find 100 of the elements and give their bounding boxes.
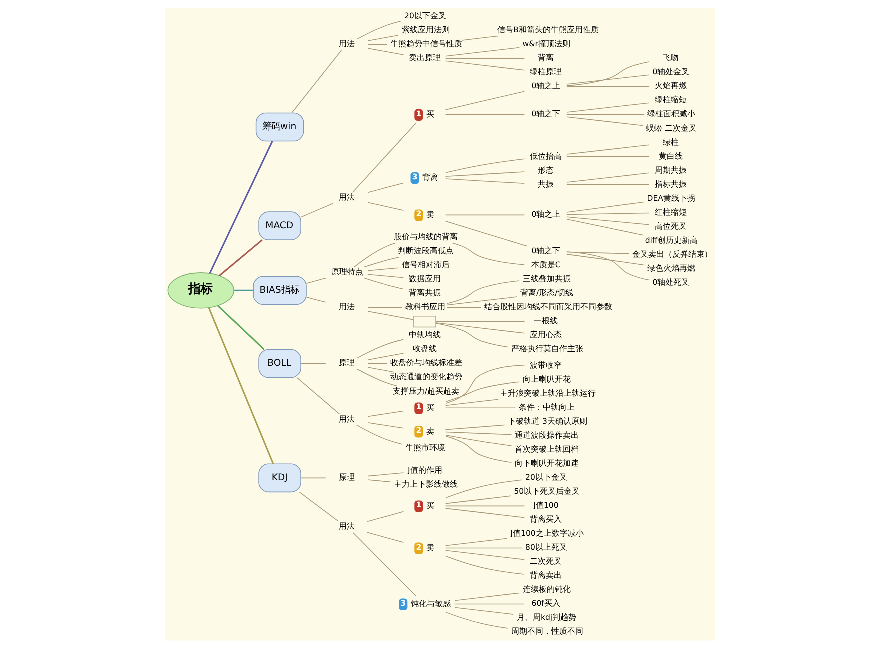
node-text: 动态通道的变化趋势 (390, 372, 462, 382)
connector (363, 256, 400, 268)
connector (444, 538, 508, 546)
connector (367, 48, 404, 56)
node-text: 三线叠加共振 (522, 274, 570, 284)
connector (291, 50, 342, 114)
node-text: 用法 (338, 414, 355, 424)
node-text: 0轴之上 (531, 210, 560, 220)
node-label: 买 (426, 502, 434, 511)
node-box: 3 (410, 172, 419, 184)
node-box: 2 (414, 542, 423, 554)
node-text: 80以上死叉 (525, 543, 567, 552)
node-box: MACD (258, 212, 301, 240)
connector (367, 268, 398, 272)
connector (445, 612, 508, 629)
connector (208, 141, 273, 274)
connector (566, 184, 650, 186)
connector (445, 556, 524, 575)
node-text: 信号相对滞后 (401, 260, 450, 270)
connector (444, 114, 525, 116)
node-text: 首次突破上轨回档 (514, 445, 579, 454)
node-text: 形态 (537, 166, 554, 175)
connector (435, 321, 525, 322)
connector (367, 353, 404, 360)
node-box: BOLL (258, 349, 301, 378)
node-box: KDJ (258, 464, 301, 493)
node-box: 1 (414, 402, 423, 414)
connector (356, 339, 404, 359)
node-text: 向下喇叭开花加速 (514, 459, 579, 468)
node-label: 买 (426, 110, 434, 120)
connector (445, 480, 522, 498)
connector (435, 323, 508, 348)
node-text: 周期共振 (654, 166, 687, 175)
connector (454, 604, 524, 605)
node-text: 一根线 (534, 316, 558, 326)
connector (356, 369, 398, 387)
connector (367, 422, 404, 429)
node-text: 金叉卖出（反弹结束） (632, 250, 712, 259)
node-text: 绿柱面积减小 (647, 110, 696, 119)
node-label: 卖 (426, 426, 434, 436)
connector (446, 307, 482, 308)
node-text: 数据应用 (408, 274, 441, 284)
connector (566, 172, 650, 183)
node-text: 结合股性因均线不同而采用不同参数 (484, 302, 612, 312)
connector (353, 242, 396, 268)
connector (444, 399, 498, 406)
connector (452, 242, 524, 266)
node-text: J值100之上数字减小 (510, 529, 584, 538)
connector (367, 35, 398, 42)
connector (444, 178, 525, 184)
connector (444, 91, 525, 110)
node-text: 月、周kdj判趋势 (516, 613, 576, 622)
node-text: 牛熊趋势中信号性质 (390, 40, 462, 49)
node-text: 下破轨道 3天确认原则 (508, 417, 587, 426)
node-label: 卖 (426, 544, 434, 553)
connector (300, 363, 326, 364)
connector (367, 202, 404, 211)
connector (367, 44, 388, 46)
connector (446, 280, 520, 304)
connector (566, 102, 650, 113)
node-text: 用法 (338, 40, 355, 49)
connector (367, 311, 414, 320)
node-text: 红柱缩短 (654, 208, 687, 217)
node-text: 60f买入 (531, 599, 560, 608)
node-text: 原理 (338, 473, 355, 482)
node-text: 原理 (338, 358, 355, 368)
connector (454, 607, 514, 615)
connector (566, 252, 650, 281)
connector (367, 307, 402, 308)
connector (566, 219, 644, 236)
node-text: 收盘线 (412, 344, 437, 354)
node-text: 牛熊市环境 (405, 444, 446, 453)
node-text: 判断波段高低点 (397, 246, 454, 256)
connector (356, 20, 402, 40)
connector (367, 367, 394, 373)
node-text: 中轨均线 (408, 330, 441, 340)
connector (566, 254, 644, 266)
connector (300, 203, 334, 218)
node-label: 卖 (426, 210, 434, 220)
node-text: 0轴处死叉 (652, 278, 690, 287)
connector (445, 158, 525, 174)
connector (566, 212, 650, 216)
connector (445, 364, 525, 404)
node-text: 股价与均线的背离 (394, 232, 458, 242)
connector (352, 532, 416, 596)
connector (208, 308, 274, 464)
node-text: 背离 (537, 54, 554, 63)
node-box: 2 (414, 426, 423, 438)
connector (444, 408, 516, 409)
connector (352, 122, 416, 193)
node-text: 绿柱缩短 (654, 96, 687, 105)
node-box: 1 (414, 109, 423, 122)
connector (566, 144, 650, 155)
node-text: 主力上下影线做线 (394, 480, 458, 490)
node-text: diff创历史新高 (644, 236, 698, 245)
connector (566, 216, 650, 226)
connector (566, 116, 644, 126)
node-text: 严格执行莫自作主张 (511, 344, 584, 354)
node-text: 黄白线 (658, 152, 682, 161)
connector (566, 74, 650, 85)
